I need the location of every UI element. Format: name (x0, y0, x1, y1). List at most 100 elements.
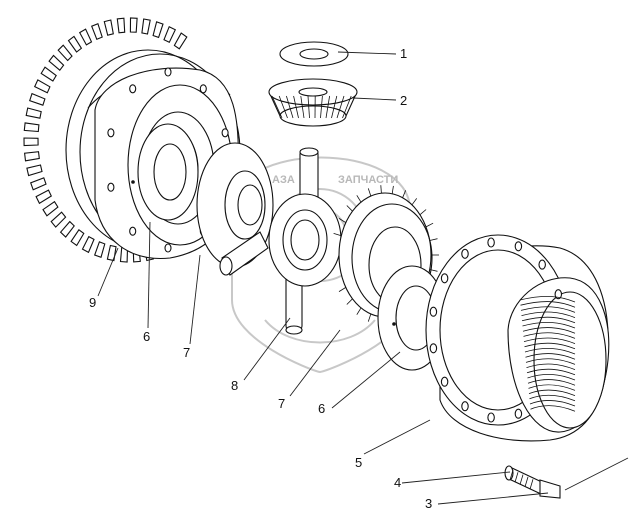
ring-gear-tooth (25, 107, 42, 119)
bevel-tooth (356, 195, 362, 203)
bolt-thread (524, 476, 529, 488)
bolt-hole (440, 376, 449, 387)
bolt-hole (461, 248, 469, 259)
bolt-hole (107, 128, 115, 138)
thread-line (521, 311, 576, 318)
callout-3: 3 (425, 496, 432, 511)
bolt-hole (164, 243, 172, 253)
thread-line (529, 394, 576, 402)
callout-1: 1 (400, 46, 407, 61)
pinion-tooth (307, 95, 310, 119)
ring-gear-tooth (90, 22, 103, 41)
bevel-tooth (425, 222, 434, 228)
leader-1 (337, 51, 397, 55)
ring-gear-tooth (129, 17, 138, 33)
bolt-thread (529, 479, 534, 490)
ring-gear-tooth (163, 25, 177, 44)
leader-7a (189, 254, 201, 345)
bolt-hole (107, 182, 115, 192)
bolt-thread (514, 472, 519, 483)
callout-4: 4 (394, 475, 401, 490)
part-5-case-half-right (425, 234, 610, 442)
bevel-tooth (367, 313, 372, 322)
bolt-hole (554, 289, 563, 300)
thread-line (520, 301, 576, 308)
ring-gear-tooth (33, 79, 51, 94)
leader-6a (147, 221, 151, 329)
ring-gear-tooth (35, 189, 53, 205)
pinion-tooth (320, 95, 323, 119)
thread-line (525, 358, 576, 365)
bolt-hole (129, 226, 137, 236)
callout-6b: 6 (318, 401, 325, 416)
ring-gear-tooth (40, 66, 57, 82)
ring-gear-tooth (81, 235, 95, 254)
ring-gear-tooth (42, 200, 59, 217)
pinion-tooth (271, 95, 283, 119)
ring-gear-tooth (70, 229, 85, 247)
thread-line (520, 306, 576, 313)
ring-gear-tooth (29, 92, 46, 106)
callout-6a: 6 (143, 329, 150, 344)
thread-line (527, 374, 576, 381)
ring-gear-tooth (48, 54, 65, 71)
bevel-tooth (346, 205, 353, 212)
pinion-tooth (325, 95, 330, 119)
pinion-tooth (336, 95, 345, 119)
thread-line (524, 342, 576, 350)
pinion-tooth (331, 95, 338, 119)
ring-gear-tooth (106, 244, 117, 262)
ring-gear-tooth (116, 17, 126, 34)
ring-gear-tooth (67, 35, 83, 53)
thread-line (528, 384, 576, 391)
bevel-tooth (356, 307, 362, 315)
ring-gear-tooth (30, 177, 47, 191)
callout-2: 2 (400, 93, 407, 108)
watermark-text-left: AЗА (272, 174, 295, 186)
ring-gear-tooth (26, 164, 43, 177)
thread-line (523, 337, 576, 344)
bevel-tooth (333, 233, 342, 237)
part-3-4-bolt (504, 465, 561, 499)
ring-gear-tooth (173, 32, 188, 50)
bolt-hole (487, 412, 495, 423)
thread-line (521, 316, 576, 324)
bevel-tooth (380, 185, 382, 194)
ring-gear-tooth (152, 21, 164, 39)
bolt-hole (221, 128, 229, 138)
leader-3-tail (564, 457, 629, 491)
ring-gear-tooth (23, 151, 40, 162)
bevel-tooth (338, 287, 347, 292)
bolt-hole (199, 84, 207, 94)
bolt-thread (509, 469, 514, 481)
bolt-hole (514, 408, 523, 419)
ring-gear-tooth (59, 220, 75, 238)
bolt-hole (164, 67, 172, 77)
callout-8: 8 (231, 378, 238, 393)
bevel-tooth (402, 190, 407, 198)
ring-gear-tooth (103, 19, 114, 36)
thread-line (527, 379, 576, 386)
part-2-pinion-gear (268, 78, 358, 127)
pinion-tooth (293, 95, 299, 119)
bevel-tooth (338, 218, 347, 223)
pinion-tooth (342, 95, 352, 119)
thread-line (522, 327, 576, 334)
callout-5: 5 (355, 455, 362, 470)
part-1-pinion-washer (279, 41, 349, 67)
thread-line (519, 296, 576, 303)
leader-6b (331, 351, 401, 409)
part-6-thrust-washer-left (131, 123, 199, 221)
bolt-hole (538, 259, 546, 270)
bolt-thread (519, 474, 524, 485)
leader-9 (97, 247, 119, 297)
watermark-text-right: ЗАПЧАСТИ (338, 174, 398, 186)
bolt-hole (487, 237, 495, 248)
bevel-tooth (391, 185, 394, 194)
bolt-hole (129, 84, 137, 94)
thread-line (524, 348, 576, 355)
leader-4 (401, 471, 511, 484)
bolt-hole (461, 401, 469, 412)
leader-3 (437, 492, 549, 505)
